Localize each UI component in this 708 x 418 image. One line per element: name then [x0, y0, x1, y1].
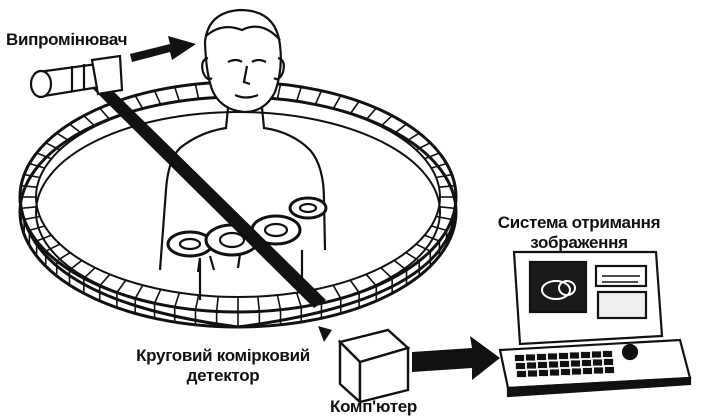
x-ray-emitter-icon	[29, 54, 124, 99]
imaging-system-label: Система отримання зображення	[486, 213, 672, 253]
imaging-system-label-line2: зображення	[530, 233, 628, 252]
imaging-console-icon	[498, 250, 692, 398]
detector-label-line2: детектор	[186, 366, 260, 385]
imaging-system-label-line1: Система отримання	[497, 213, 661, 232]
detector-label-line1: Круговий комірковий	[136, 346, 310, 365]
ring-detector-icon	[18, 80, 458, 329]
computer-box-icon	[337, 328, 411, 405]
x-ray-beam	[92, 82, 326, 308]
computer-label: Комп'ютер	[330, 397, 417, 416]
patient-figure-icon	[158, 8, 328, 300]
detector-label: Круговий комірковий детектор	[118, 346, 328, 386]
arrow-icon	[130, 36, 196, 62]
emitter-label: Випромінювач	[6, 30, 128, 49]
